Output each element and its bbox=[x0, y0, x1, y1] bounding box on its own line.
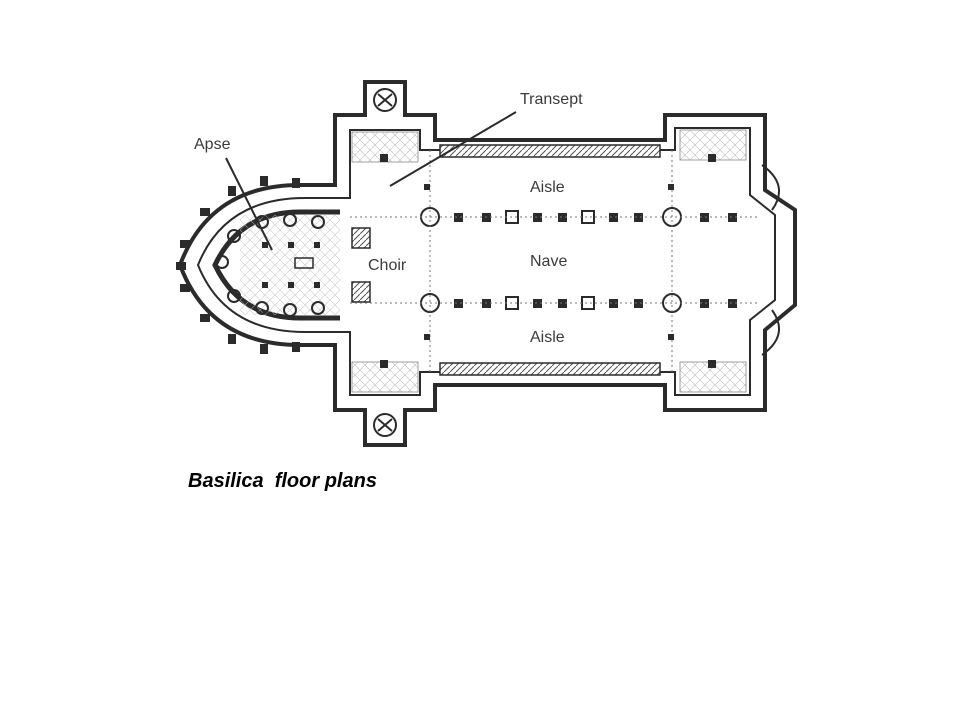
label-transept: Transept bbox=[520, 91, 583, 108]
inner-wall bbox=[196, 127, 776, 396]
label-aisle-bottom: Aisle bbox=[530, 329, 565, 346]
choir-steps bbox=[351, 227, 371, 303]
label-apse: Apse bbox=[194, 136, 231, 153]
south-aisle-wall bbox=[439, 362, 661, 376]
label-aisle-top: Aisle bbox=[530, 179, 565, 196]
stair-tower-north bbox=[373, 88, 397, 112]
outer-wall bbox=[177, 80, 797, 447]
end-piers bbox=[380, 154, 716, 368]
apse-buttresses bbox=[176, 176, 300, 354]
stair-tower-south bbox=[373, 413, 397, 437]
figure-caption: Basilica floor plans bbox=[188, 470, 377, 492]
north-aisle-wall bbox=[439, 144, 661, 158]
label-choir: Choir bbox=[368, 257, 407, 274]
apse-columns bbox=[215, 213, 325, 317]
west-facade bbox=[761, 164, 781, 356]
transept-leader-line bbox=[389, 111, 517, 187]
apse-floor-grid bbox=[240, 215, 340, 315]
apse-piers bbox=[262, 242, 320, 288]
label-nave: Nave bbox=[530, 253, 567, 270]
apse-leader-line bbox=[225, 157, 273, 251]
